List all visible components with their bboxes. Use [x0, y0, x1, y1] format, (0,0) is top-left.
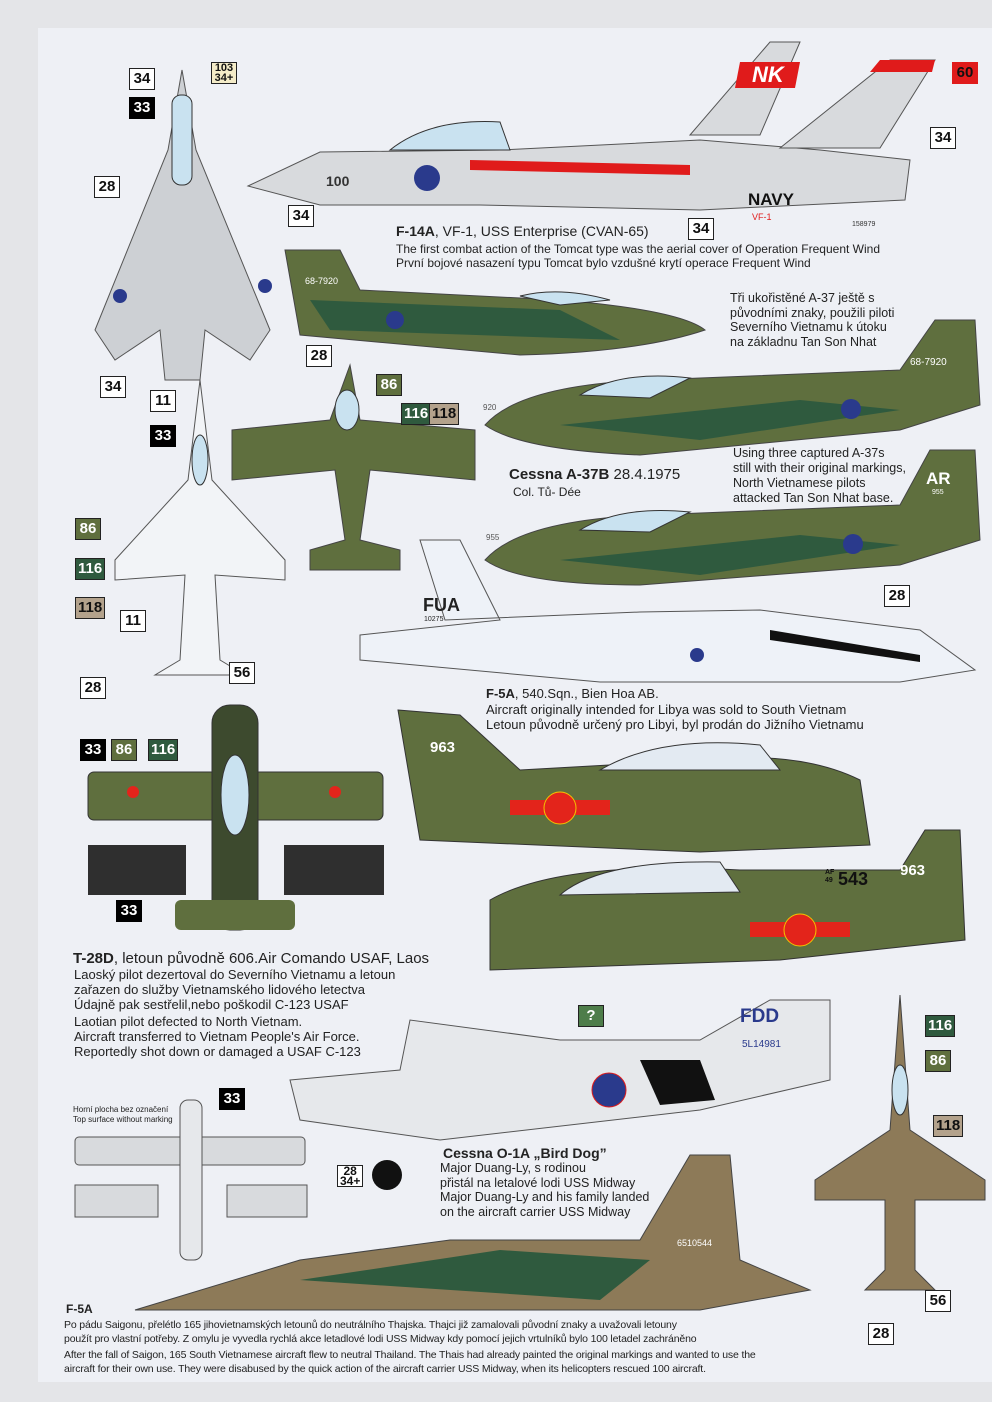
- a37-side-view-3: AR 955 955: [484, 449, 981, 586]
- bureau-number: 158979: [852, 221, 875, 228]
- o1-top-view: [74, 1099, 308, 1261]
- t28-side-view-1: 963: [397, 709, 871, 853]
- decal-callout: 118: [933, 1115, 964, 1137]
- a37-side-view-1: 68-7920: [284, 249, 707, 356]
- decal-callout: 34: [688, 218, 714, 240]
- decal-callout: 34: [288, 205, 314, 227]
- o1-title: Cessna O-1A „Bird Dog”: [443, 1145, 607, 1161]
- decal-callout: 86: [925, 1050, 951, 1072]
- decal-callout: 86: [111, 739, 137, 761]
- decal-callout: 34: [100, 376, 126, 398]
- o1-side-view: FDD 5L14981: [289, 999, 831, 1190]
- t28-caption-cz: Laoský pilot dezertoval do Severního Vie…: [74, 967, 396, 1012]
- decal-callout: 34: [930, 127, 956, 149]
- t28-top-view: [87, 704, 384, 931]
- f5-serial: 6510544: [677, 1238, 712, 1248]
- decal-callout: 116: [75, 558, 106, 580]
- f5a-bottom-caption-en: After the fall of Saigon, 165 South Viet…: [64, 1349, 756, 1375]
- t28-af49-marking: AF 49: [825, 869, 835, 884]
- decal-callout: 56: [925, 1290, 951, 1312]
- f14-caption-title: F-14A, VF-1, USS Enterprise (CVAN-65): [396, 223, 649, 239]
- decal-callout: 33: [150, 425, 176, 447]
- a37-serial-marking: 68-7920: [305, 276, 338, 286]
- o1-serial: 5L14981: [742, 1039, 781, 1050]
- f14-caption-cz: První bojové nasazení typu Tomcat bylo v…: [396, 256, 811, 270]
- decal-callout: 86: [376, 374, 402, 396]
- decal-callout: 118: [75, 597, 106, 619]
- decal-callout: 28: [306, 345, 332, 367]
- f5a-bottom-title: F-5A: [66, 1302, 93, 1316]
- decal-callout: ?: [578, 1005, 604, 1027]
- nose-number: 955: [486, 533, 500, 542]
- decal-callout: 28: [884, 585, 910, 607]
- f5a-caption-cz: Letoun původně určený pro Libyi, byl pro…: [486, 717, 864, 732]
- decal-callout: 33: [129, 97, 155, 119]
- t28-caption-title: T-28D, letoun původně 606.Air Comando US…: [73, 950, 430, 967]
- a37-nose-number: 920: [483, 403, 497, 412]
- t28-963-marking: 963: [430, 739, 455, 756]
- ar-tail-number: 955: [932, 489, 944, 496]
- nk-tail-marking: NK: [752, 62, 786, 87]
- decal-callout: 28: [80, 677, 106, 699]
- modex-marking: 100: [326, 173, 350, 189]
- t28-543-marking: 543: [838, 869, 868, 889]
- f14-side-view: NAVY VF-1 NK 100 158979: [246, 41, 936, 228]
- vf1-marking: VF-1: [752, 212, 772, 222]
- decal-callout: 116: [925, 1015, 956, 1037]
- decal-callout: 28: [94, 176, 120, 198]
- fua-tail-marking: FUA: [423, 595, 460, 615]
- decal-callout: 11: [150, 390, 176, 412]
- a37-side-view-2: 68-7920 920: [483, 319, 981, 456]
- decal-callout: 118: [429, 403, 460, 425]
- decal-callout: 33: [80, 739, 106, 761]
- a37-top-view: [231, 363, 476, 571]
- fdd-marking: FDD: [740, 1006, 779, 1027]
- decal-callout: 28 34+: [337, 1165, 364, 1187]
- f5a-bottom-caption-cz: Po pádu Saigonu, přelétlo 165 jihovietna…: [64, 1319, 697, 1345]
- a37-title: Cessna A-37B 28.4.1975: [509, 466, 681, 483]
- decal-callout: 11: [120, 610, 146, 632]
- a37-serial-marking-2: 68-7920: [910, 357, 947, 368]
- decal-callout: 33: [219, 1088, 245, 1110]
- decal-callout: 33: [116, 900, 142, 922]
- f5-side-view-1: FUA 10275: [359, 539, 977, 683]
- decal-callout: 116: [148, 739, 179, 761]
- decal-callout: 60: [952, 62, 978, 84]
- f5a-caption-en: Aircraft originally intended for Libya w…: [486, 702, 847, 717]
- t28-side-view-2: 963 543: [489, 829, 966, 971]
- decal-callout: 116: [401, 403, 432, 425]
- f5-side-view-2: 6510544: [134, 1154, 812, 1311]
- f5a-caption-title: F-5A, 540.Sqn., Bien Hoa AB.: [486, 686, 659, 701]
- f14-top-view: [94, 69, 272, 381]
- decal-callout: 86: [75, 518, 101, 540]
- decal-callout: 28: [868, 1323, 894, 1345]
- decal-callout: 56: [229, 662, 255, 684]
- t28-963-marking-2: 963: [900, 862, 925, 879]
- decal-callout: 34: [129, 68, 155, 90]
- f5-top-view: [114, 379, 286, 676]
- ar-tail-marking: AR: [926, 469, 951, 488]
- t28-caption-en: Laotian pilot defected to North Vietnam.…: [74, 1014, 361, 1059]
- fua-serial: 10275: [424, 616, 444, 623]
- f5-top-view-camo: [814, 994, 986, 1291]
- a37-pilot: Col. Tů- Dée: [513, 485, 581, 499]
- f14-caption-en: The first combat action of the Tomcat ty…: [396, 242, 881, 256]
- navy-marking: NAVY: [748, 190, 795, 209]
- decal-callout: 103 34+: [211, 62, 237, 84]
